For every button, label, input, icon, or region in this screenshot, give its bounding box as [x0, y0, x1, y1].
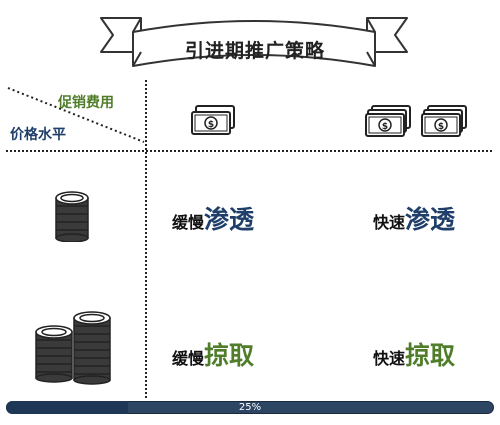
quadrant-fast-skimming: 快速掠取	[373, 336, 455, 372]
quadrant-speed-label: 缓慢	[172, 349, 205, 368]
svg-text:$: $	[438, 122, 444, 132]
corner-diagonal-divider	[7, 87, 145, 143]
ribbon-banner	[100, 17, 408, 67]
double-coin-stack-icon	[35, 325, 73, 383]
progress-label: 25%	[238, 402, 262, 413]
double-banknote-icon: $	[421, 105, 467, 137]
quadrant-speed-label: 快速	[373, 349, 406, 368]
double-coin-stack-icon	[73, 311, 111, 385]
svg-text:$: $	[382, 122, 388, 132]
grid-vertical-divider	[145, 80, 147, 398]
quadrant-slow-penetration: 缓慢渗透	[172, 200, 254, 236]
quadrant-strategy-label: 渗透	[405, 205, 456, 234]
progress-bar-fill	[6, 401, 128, 414]
quadrant-strategy-label: 渗透	[204, 205, 255, 234]
quadrant-speed-label: 缓慢	[172, 213, 205, 232]
double-banknote-icon: $	[365, 105, 411, 137]
single-banknote-icon: $	[191, 105, 235, 135]
quadrant-strategy-label: 掠取	[405, 341, 456, 370]
promotion-cost-label: 促销费用	[58, 95, 114, 111]
quadrant-strategy-label: 掠取	[204, 341, 255, 370]
banner-title: 引进期推广策略	[184, 40, 325, 62]
svg-text:$: $	[208, 120, 214, 130]
quadrant-fast-penetration: 快速渗透	[373, 200, 455, 236]
single-coin-stack-icon	[55, 191, 89, 242]
quadrant-slow-skimming: 缓慢掠取	[172, 336, 254, 372]
quadrant-speed-label: 快速	[373, 213, 406, 232]
price-level-label: 价格水平	[10, 127, 66, 143]
grid-horizontal-divider	[6, 150, 492, 152]
